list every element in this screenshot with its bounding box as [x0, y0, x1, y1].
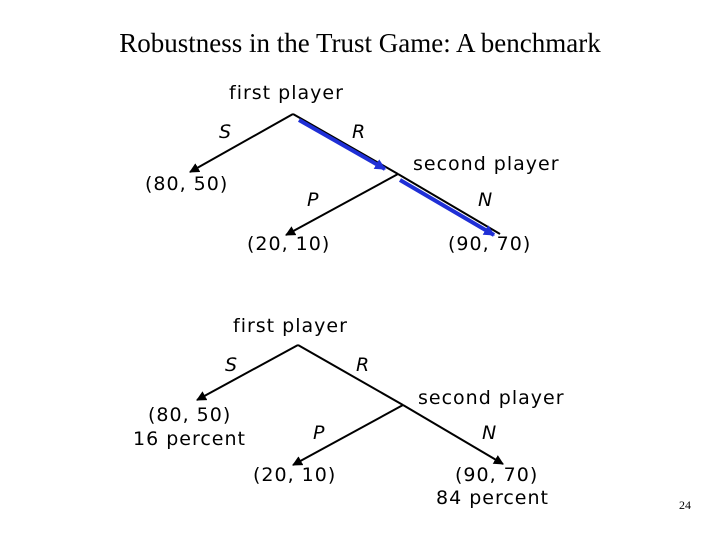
tree2-first-player-label: first player	[233, 315, 348, 337]
page-number: 24	[679, 498, 691, 512]
tree1-highlight-n	[398, 178, 496, 237]
tree2-edge-s	[196, 344, 299, 401]
tree2-edge-n	[402, 404, 504, 465]
tree2-move-s: S	[225, 354, 239, 376]
tree2-move-n: N	[482, 422, 498, 444]
tree1-edge-n	[397, 173, 501, 235]
tree1-first-player-label: first player	[229, 82, 344, 104]
tree1-highlight-r	[298, 118, 386, 171]
tree2-percent-s: 16 percent	[133, 428, 246, 450]
tree1-move-n: N	[478, 189, 494, 211]
tree2-second-player-label: second player	[418, 387, 565, 409]
tree2-payoff-n: (90, 70)	[455, 464, 539, 486]
tree1-edge-s	[189, 113, 294, 173]
tree2-move-r: R	[356, 354, 371, 376]
tree1-payoff-n: (90, 70)	[448, 233, 532, 255]
slide-title: Robustness in the Trust Game: A benchmar…	[119, 28, 601, 58]
tree2-edge-r	[297, 344, 404, 406]
tree2-edge-p	[292, 404, 404, 466]
tree1-move-s: S	[219, 121, 233, 143]
tree1-move-r: R	[352, 121, 367, 143]
tree1-edge-r	[292, 113, 399, 175]
tree1-payoff-s: (80, 50)	[145, 173, 229, 195]
tree1-edge-p	[285, 173, 399, 236]
tree2-payoff-s: (80, 50)	[148, 404, 232, 426]
tree1-payoff-p: (20, 10)	[247, 233, 331, 255]
tree2-percent-n: 84 percent	[436, 487, 549, 509]
tree1-move-p: P	[307, 189, 320, 211]
tree2-move-p: P	[313, 422, 326, 444]
tree1-second-player-label: second player	[413, 153, 560, 175]
tree2-payoff-p: (20, 10)	[253, 464, 337, 486]
